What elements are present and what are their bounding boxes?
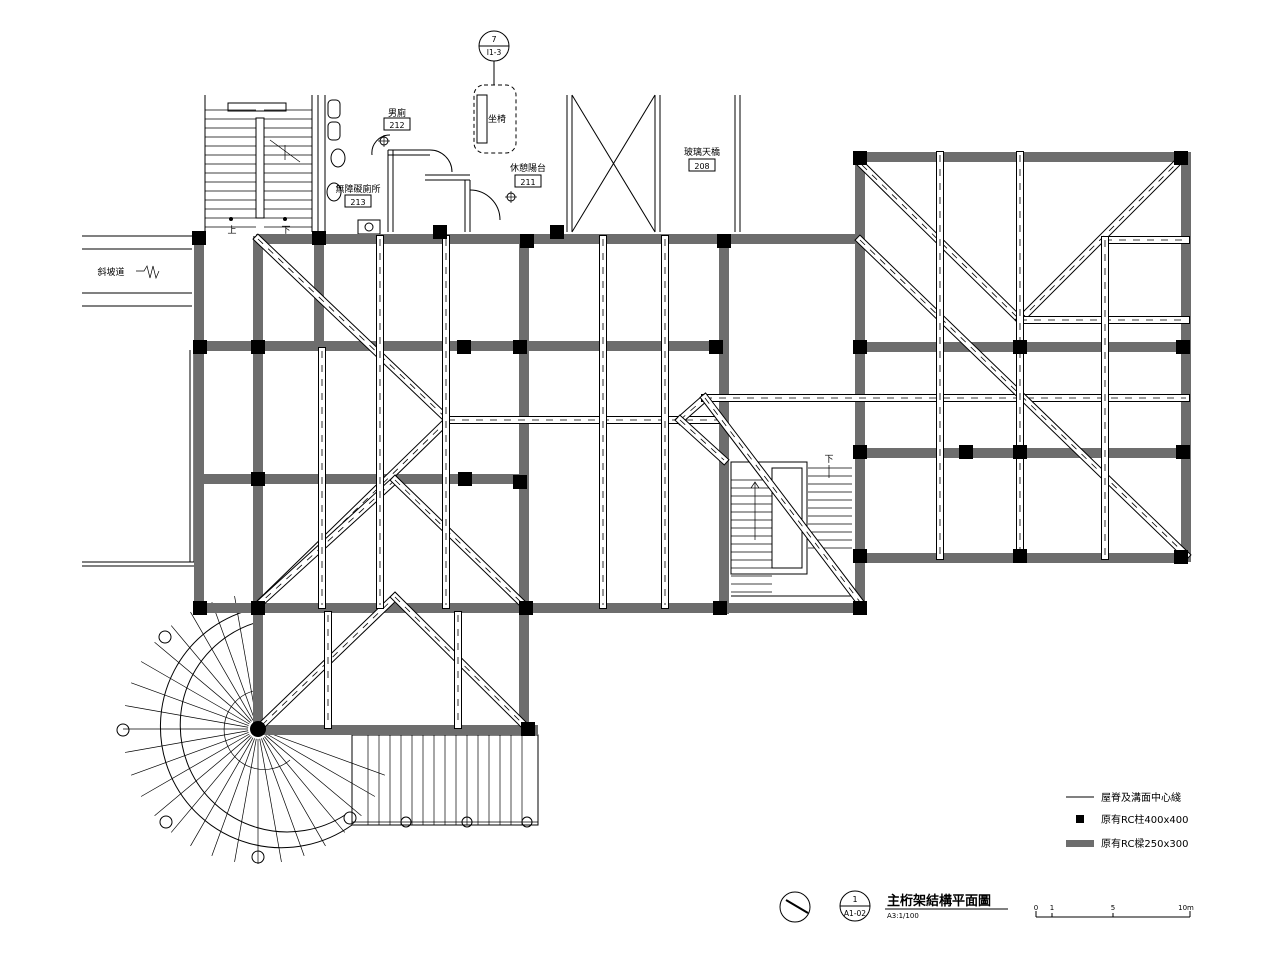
legend-text-beam: 原有RC樑250x300: [1101, 837, 1189, 850]
section-number: 7: [491, 35, 496, 44]
rc-column: [458, 472, 472, 486]
rc-column: [433, 225, 447, 239]
stair-treads: [116, 109, 852, 864]
legend-beam-symbol: [1066, 840, 1094, 847]
room-tag-212: 男廁 212: [383, 107, 411, 131]
drawing-scale: A3:1/100: [887, 912, 919, 920]
rc-column: [457, 340, 471, 354]
rc-column: [1013, 549, 1027, 563]
truss-member: [674, 414, 730, 466]
rc-column: [1013, 340, 1027, 354]
legend: 屋脊及溝面中心綫 原有RC柱400x400 原有RC樑250x300: [1066, 791, 1189, 850]
rc-column: [1176, 445, 1190, 459]
scale-tick-0: 0: [1034, 904, 1038, 912]
scale-bar: 0 1 5 10m: [1034, 904, 1194, 918]
rc-column: [1174, 550, 1188, 564]
rc-column: [709, 340, 723, 354]
rc-column: [519, 601, 533, 615]
rc-column: [1013, 445, 1027, 459]
rc-column: [550, 225, 564, 239]
truss-member: [252, 474, 401, 611]
room-tag-211: 休憩陽台 211: [510, 162, 546, 188]
room-name: 男廁: [388, 107, 406, 119]
rc-column: [513, 340, 527, 354]
stair-down-label: 下: [281, 226, 290, 236]
main-trusses: [252, 151, 1192, 731]
bench-label: 坐椅: [488, 113, 506, 125]
rc-column: [520, 234, 534, 248]
legend-text-column: 原有RC柱400x400: [1101, 813, 1189, 826]
truss-member: [252, 233, 454, 426]
room-name: 休憩陽台: [510, 162, 546, 174]
section-sheet: I1-3: [487, 48, 502, 57]
truss-member: [674, 392, 711, 426]
rc-column: [1176, 340, 1190, 354]
drawing-title: 主桁架結構平面圖: [887, 893, 991, 909]
rc-column: [1174, 151, 1188, 165]
rc-column: [251, 472, 265, 486]
rc-column: [853, 151, 867, 165]
room-tag-208: 玻璃天橋 208: [684, 146, 720, 172]
rc-column: [513, 475, 527, 489]
rc-column: [521, 722, 535, 736]
room-name: 玻璃天橋: [684, 146, 720, 158]
north-arrow: [779, 891, 811, 923]
rc-column: [193, 601, 207, 615]
room-number: 211: [520, 178, 535, 187]
legend-column-symbol: [1076, 815, 1084, 823]
rc-column: [251, 601, 265, 615]
scale-tick-10: 10m: [1178, 904, 1194, 912]
rc-column: [853, 549, 867, 563]
truss-member: [389, 474, 530, 611]
room-number: 212: [389, 121, 404, 130]
rc-column: [853, 445, 867, 459]
rc-columns: [192, 151, 1190, 737]
room-number: 213: [350, 198, 365, 207]
rc-column: [713, 601, 727, 615]
rc-column: [193, 340, 207, 354]
ramp-label: 斜坡道: [97, 266, 124, 278]
room-name: 無障礙廁所: [335, 183, 380, 195]
scale-tick-5: 5: [1111, 904, 1115, 912]
rc-column: [717, 234, 731, 248]
section-marker: 7 I1-3: [478, 30, 510, 85]
room-number: 208: [694, 162, 709, 171]
truss-member: [699, 392, 866, 608]
detail-sheet: A1-02: [844, 909, 866, 918]
rc-column: [853, 601, 867, 615]
rc-column: [192, 231, 206, 245]
stair-down-label-2: 下: [824, 455, 833, 465]
detail-callout: 1 A1-02: [839, 890, 871, 922]
stair-up-label: 上: [227, 225, 236, 236]
truss-member: [1014, 154, 1186, 326]
rc-column: [312, 231, 326, 245]
scale-tick-1: 1: [1050, 904, 1054, 912]
rc-column: [959, 445, 973, 459]
rc-column: [251, 340, 265, 354]
detail-number: 1: [852, 895, 857, 904]
rc-column: [853, 340, 867, 354]
rc-column-round: [250, 721, 266, 737]
legend-text-ridge: 屋脊及溝面中心綫: [1101, 791, 1181, 804]
room-tag-213: 無障礙廁所 213: [335, 183, 381, 208]
